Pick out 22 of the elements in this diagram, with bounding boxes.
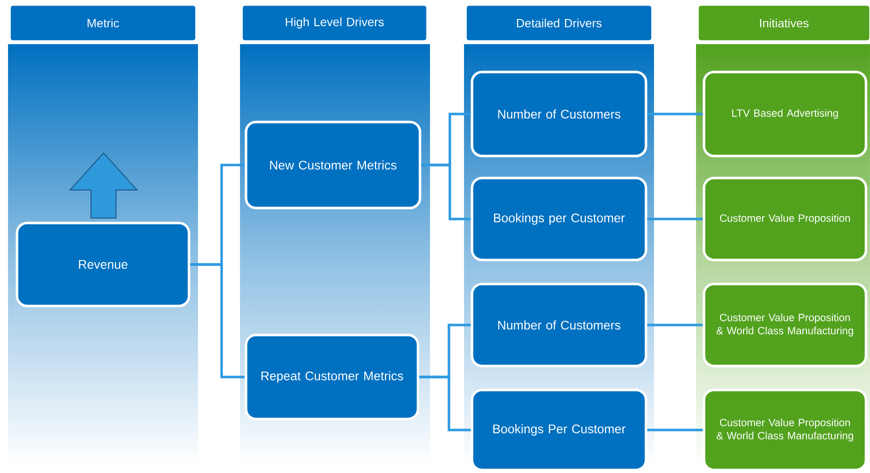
driver-box: Repeat Customer Metrics (244, 334, 420, 420)
driver-box: Number of Customers (470, 282, 648, 368)
column-header: High Level Drivers (241, 4, 428, 42)
column-header: Metric (9, 4, 197, 42)
connector-line (419, 376, 471, 432)
column-header: Detailed Drivers (465, 4, 653, 42)
driver-box: Bookings per Customer (470, 176, 648, 262)
driver-box: Revenue (16, 222, 190, 308)
initiative-box: Customer Value Proposition & World Class Manufacturing (702, 282, 868, 368)
connector-line (647, 218, 703, 220)
driver-box: Number of Customers (470, 70, 648, 158)
initiative-box: Customer Value Proposition (702, 176, 868, 262)
initiative-box: LTV Based Advertising (702, 70, 868, 158)
driver-box: Bookings Per Customer (470, 388, 648, 472)
connector-line (647, 324, 703, 326)
column-header: Initiatives (697, 4, 870, 42)
connector-line (421, 164, 471, 220)
connector-line (647, 428, 703, 432)
driver-box: New Customer Metrics (244, 120, 422, 210)
initiative-box: Customer Value Proposition & World Class Manufacturing (702, 388, 868, 472)
connector-line (647, 112, 703, 116)
connector-line (190, 263, 245, 378)
